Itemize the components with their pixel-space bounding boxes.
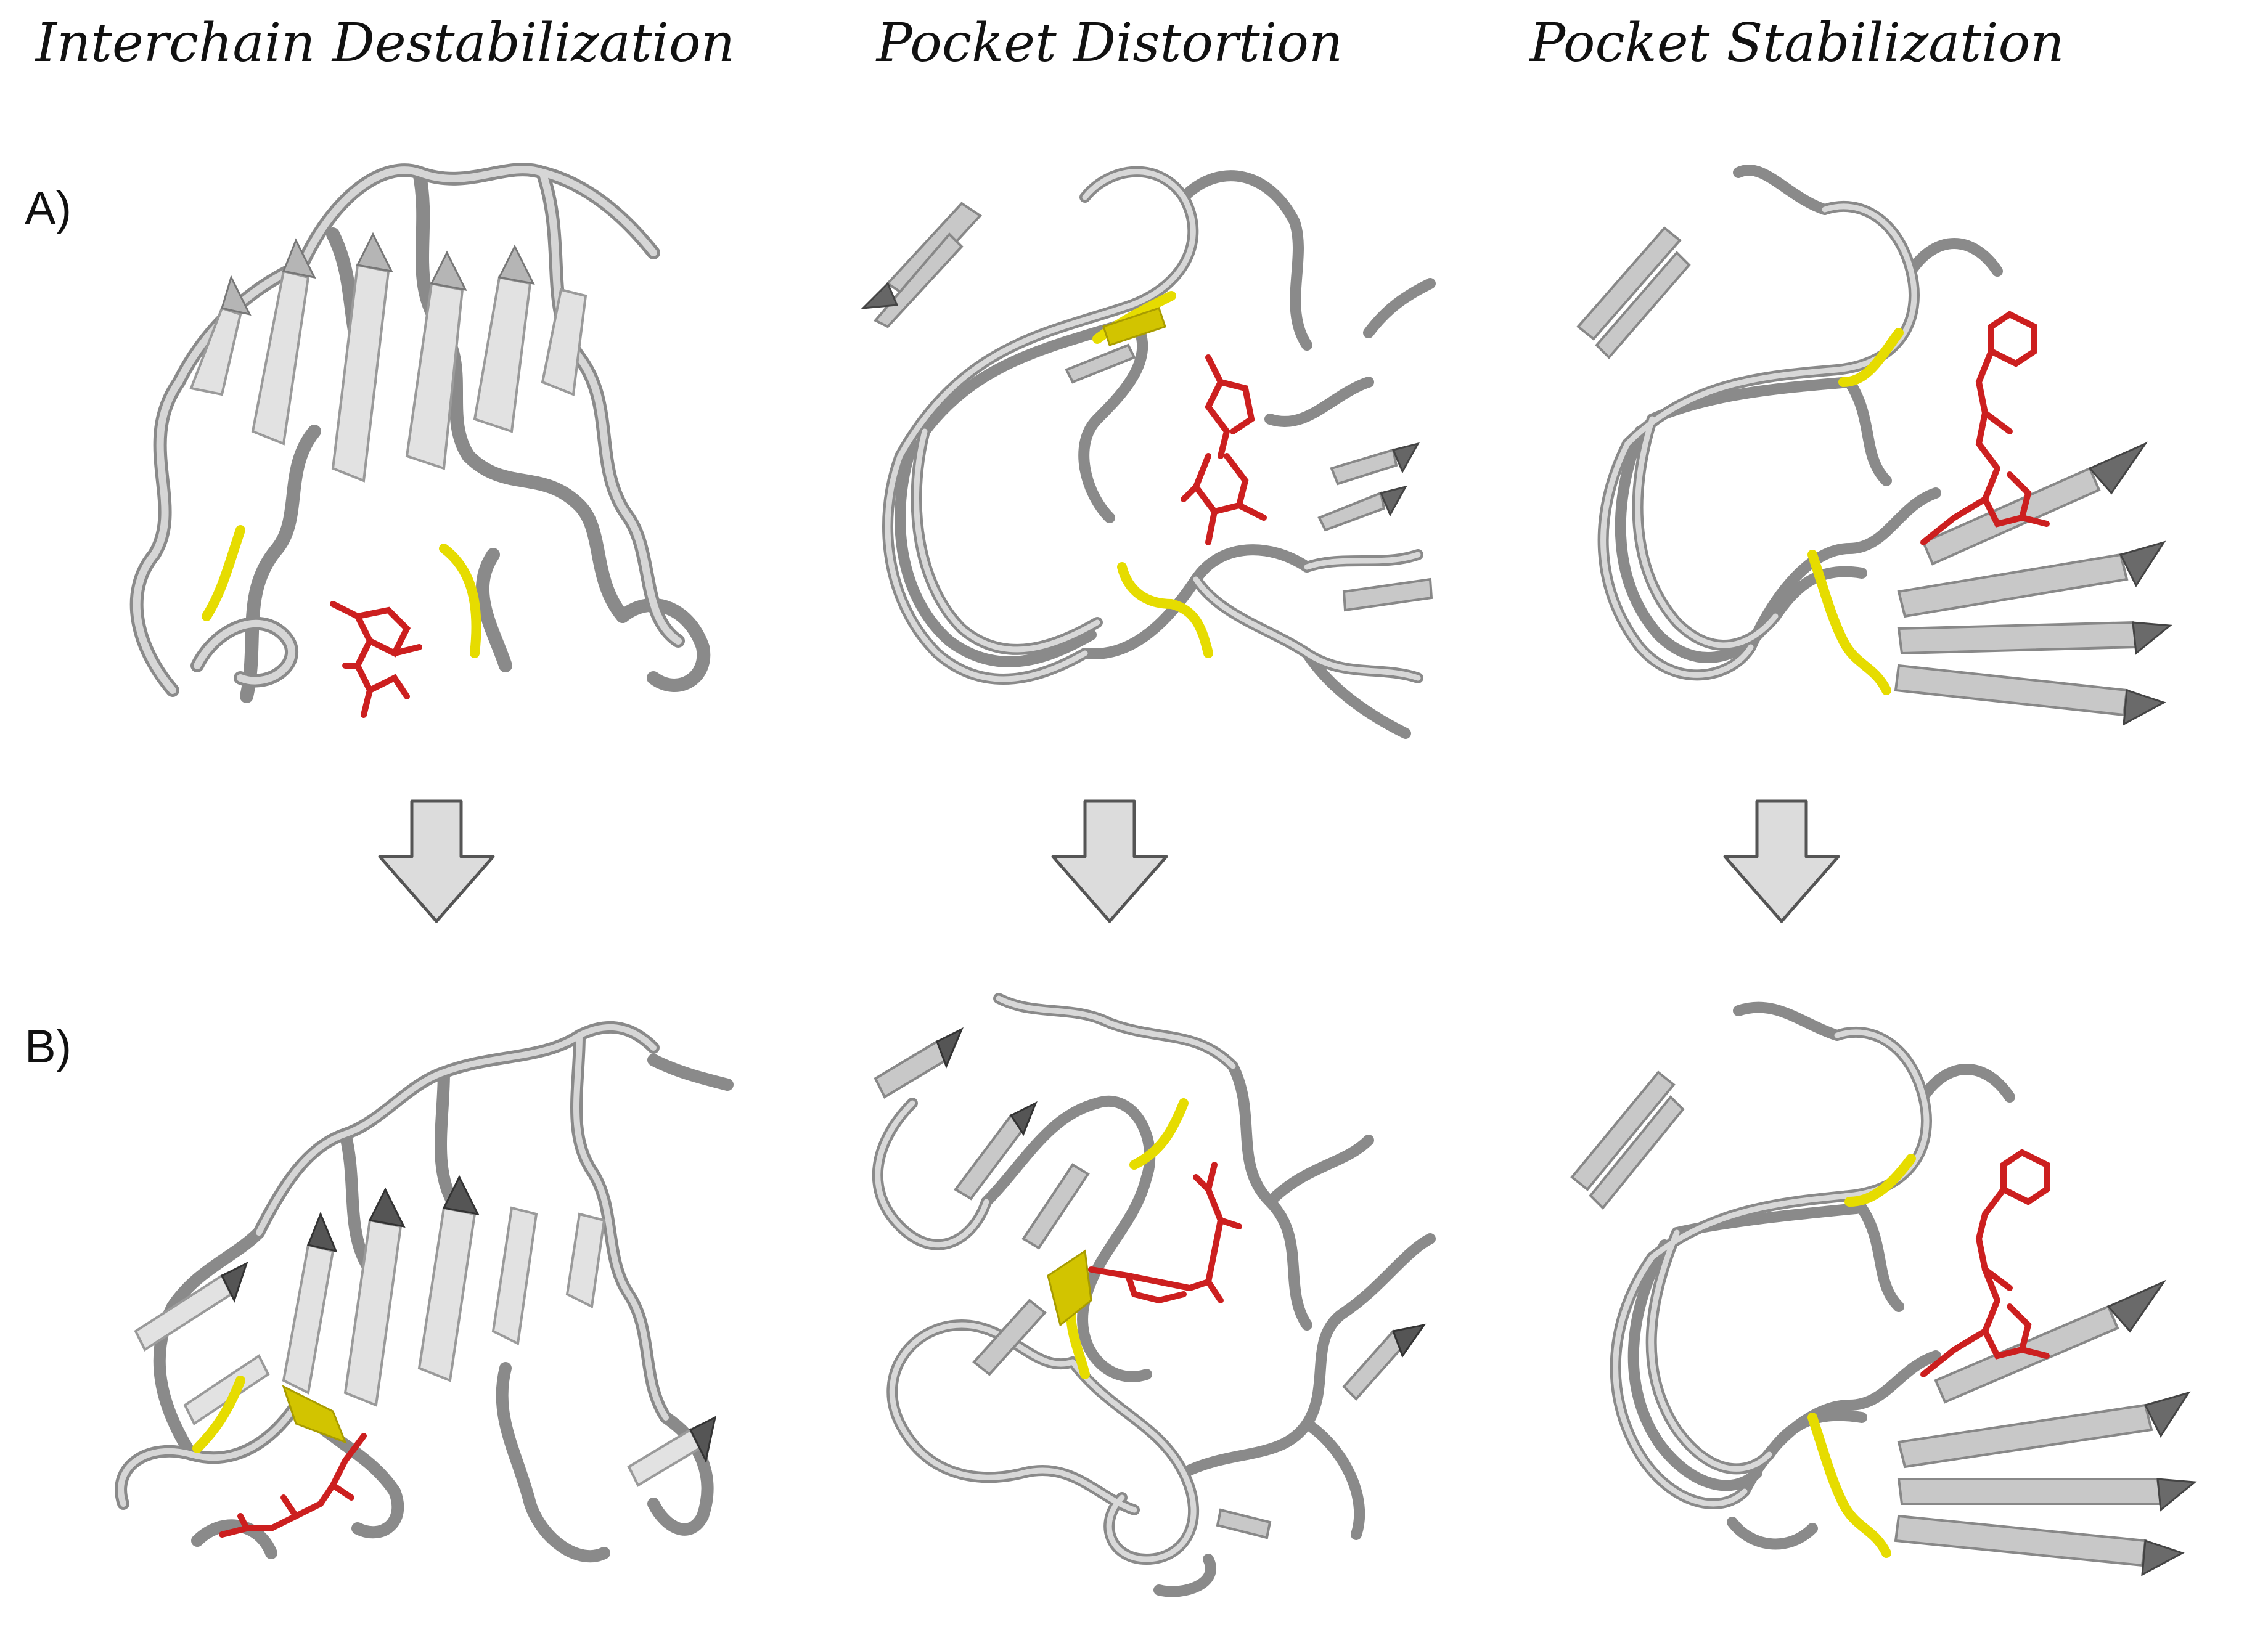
column-title-pocket-distortion: Pocket Distortion xyxy=(876,12,1343,74)
down-arrow-icon-interchain xyxy=(375,798,498,928)
structure-a-pocket-stabilization xyxy=(1554,123,2207,770)
structure-a-interchain-destabilization xyxy=(99,123,752,770)
column-title-interchain-destabilization: Interchain Destabilization xyxy=(35,12,735,74)
structure-b-interchain-destabilization xyxy=(99,986,752,1602)
row-label-a: A) xyxy=(25,182,72,235)
down-arrow-icon-pocket-distortion xyxy=(1048,798,1171,928)
structure-b-pocket-distortion xyxy=(838,980,1467,1602)
structure-a-pocket-distortion xyxy=(838,123,1467,770)
row-label-b: B) xyxy=(25,1021,72,1073)
column-title-pocket-stabilization: Pocket Stabilization xyxy=(1529,12,2065,74)
down-arrow-icon-pocket-stabilization xyxy=(1720,798,1843,928)
structure-b-pocket-stabilization xyxy=(1554,986,2232,1602)
